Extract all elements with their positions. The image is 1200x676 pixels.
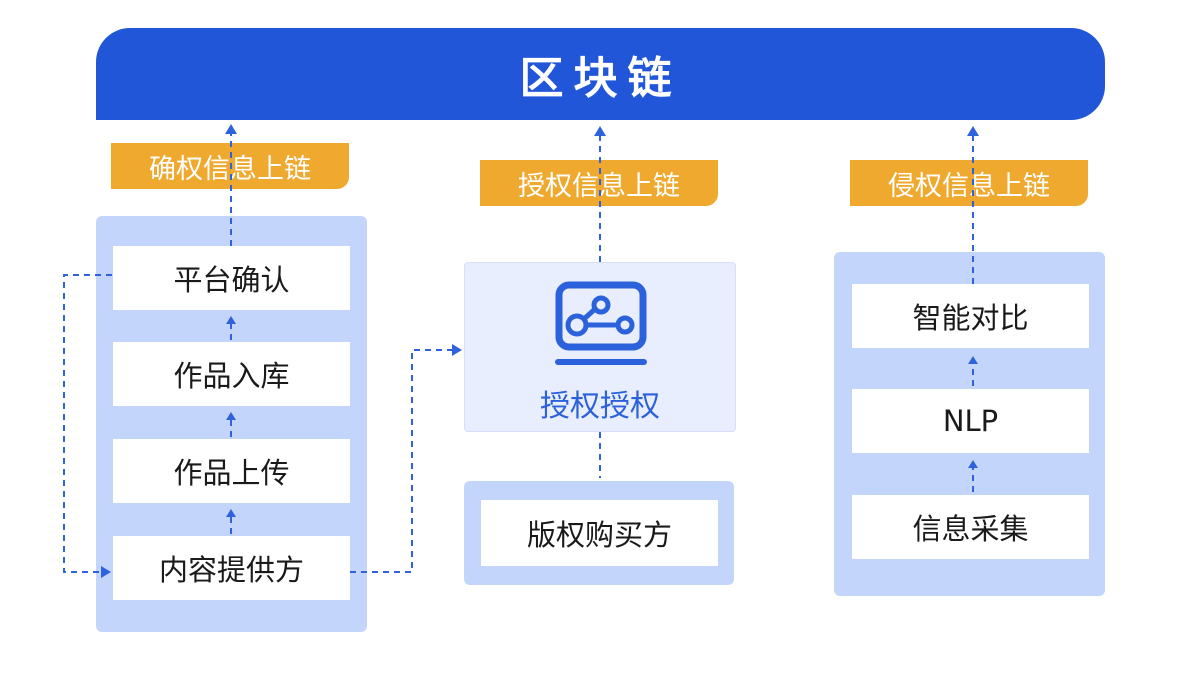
arrowhead-compare — [968, 356, 978, 364]
step-info-collection: 信息采集 — [852, 495, 1089, 559]
banner-title: 区块链 — [519, 53, 682, 104]
connector-confirm-loop — [63, 274, 112, 573]
arrowhead-storage — [226, 412, 236, 420]
step-platform-confirm: 平台确认 — [113, 246, 350, 310]
authorization-label: 授权授权 — [540, 389, 660, 424]
authorization-card: 授权授权 — [464, 262, 736, 432]
connector-provider-to-authorization — [350, 349, 456, 573]
arrowhead-confirm — [226, 316, 236, 324]
blockchain-banner: 区块链 — [96, 28, 1105, 120]
tag-infringement-onchain: 侵权信息上链 — [850, 160, 1088, 206]
step-content-provider: 内容提供方 — [113, 536, 350, 600]
arrowhead-upload — [226, 509, 236, 517]
tag-confirm-onchain: 确权信息上链 — [111, 143, 349, 189]
arrowhead-authorization — [452, 344, 462, 356]
share-node-monitor-icon — [555, 281, 647, 365]
arrowhead-left-banner — [225, 124, 237, 134]
arrowhead-provider-loop — [101, 566, 111, 578]
step-nlp: NLP — [852, 389, 1089, 453]
step-smart-compare: 智能对比 — [852, 284, 1089, 348]
step-work-upload: 作品上传 — [113, 439, 350, 503]
arrowhead-right-banner — [967, 126, 979, 136]
step-work-storage: 作品入库 — [113, 342, 350, 406]
copyright-buyer: 版权购买方 — [481, 500, 718, 566]
arrowhead-nlp — [968, 460, 978, 468]
arrowhead-middle-banner — [594, 126, 606, 136]
